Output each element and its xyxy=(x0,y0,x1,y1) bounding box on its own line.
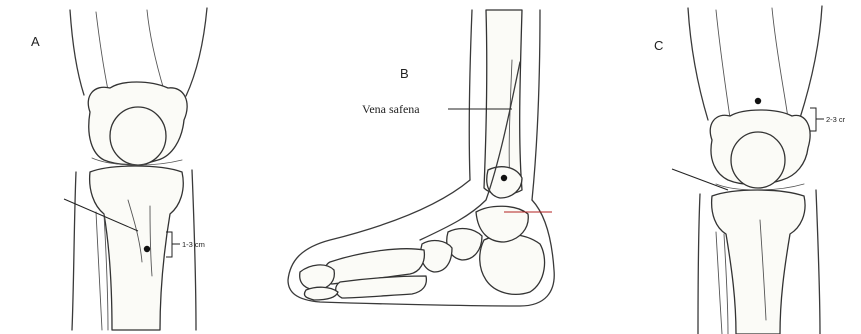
panel-b-entry-point xyxy=(501,175,507,181)
panel-c-thigh-left xyxy=(688,8,708,120)
panel-b-vein-label: Vena safena xyxy=(362,102,420,116)
panel-a-leg-right xyxy=(192,170,196,330)
panel-a-thigh-right xyxy=(186,8,207,96)
panel-a-femur-left-edge xyxy=(96,12,108,90)
panel-c-entry-point xyxy=(755,98,761,104)
panel-c-fibula-2 xyxy=(724,234,728,334)
panel-b-letter: B xyxy=(400,66,409,81)
panel-a-letter: A xyxy=(31,34,40,49)
panel-c-measure-label: 2-3 cr xyxy=(826,115,846,124)
panel-c-letter: C xyxy=(654,38,663,53)
panel-b-leg-front xyxy=(469,10,472,180)
panel-c-measure-bracket xyxy=(810,108,816,131)
panel-c-leg-right xyxy=(816,190,820,334)
panel-b-toe xyxy=(304,287,338,300)
panel-a-thigh-left xyxy=(70,10,84,95)
panel-b-calcaneus xyxy=(480,234,545,294)
panel-b-hallux xyxy=(300,265,335,290)
panel-c-thigh-right xyxy=(800,6,822,118)
panel-c-femur-left-edge xyxy=(716,10,730,118)
panel-c-patella xyxy=(731,132,785,188)
panel-a-entry-point xyxy=(144,246,150,252)
panel-a-patella xyxy=(110,107,166,165)
panel-c: C 2-3 cr xyxy=(654,6,846,334)
panel-a-femur-right-edge xyxy=(147,10,164,90)
panel-b: B Vena safena xyxy=(288,10,554,306)
panel-a-measure-label: 1-3 cm xyxy=(182,240,205,249)
panel-b-cuneiform xyxy=(421,241,452,272)
panel-c-leg-left xyxy=(698,194,700,334)
panel-b-leg-back xyxy=(532,10,540,200)
panel-a: 1-3 cm A xyxy=(31,8,207,330)
panel-c-femur-right-edge xyxy=(772,8,788,118)
panel-a-leg-left xyxy=(72,172,76,330)
panel-c-fibula-1 xyxy=(716,232,722,334)
panel-a-tibia xyxy=(90,166,184,330)
panel-a-fibula-1 xyxy=(96,212,102,330)
